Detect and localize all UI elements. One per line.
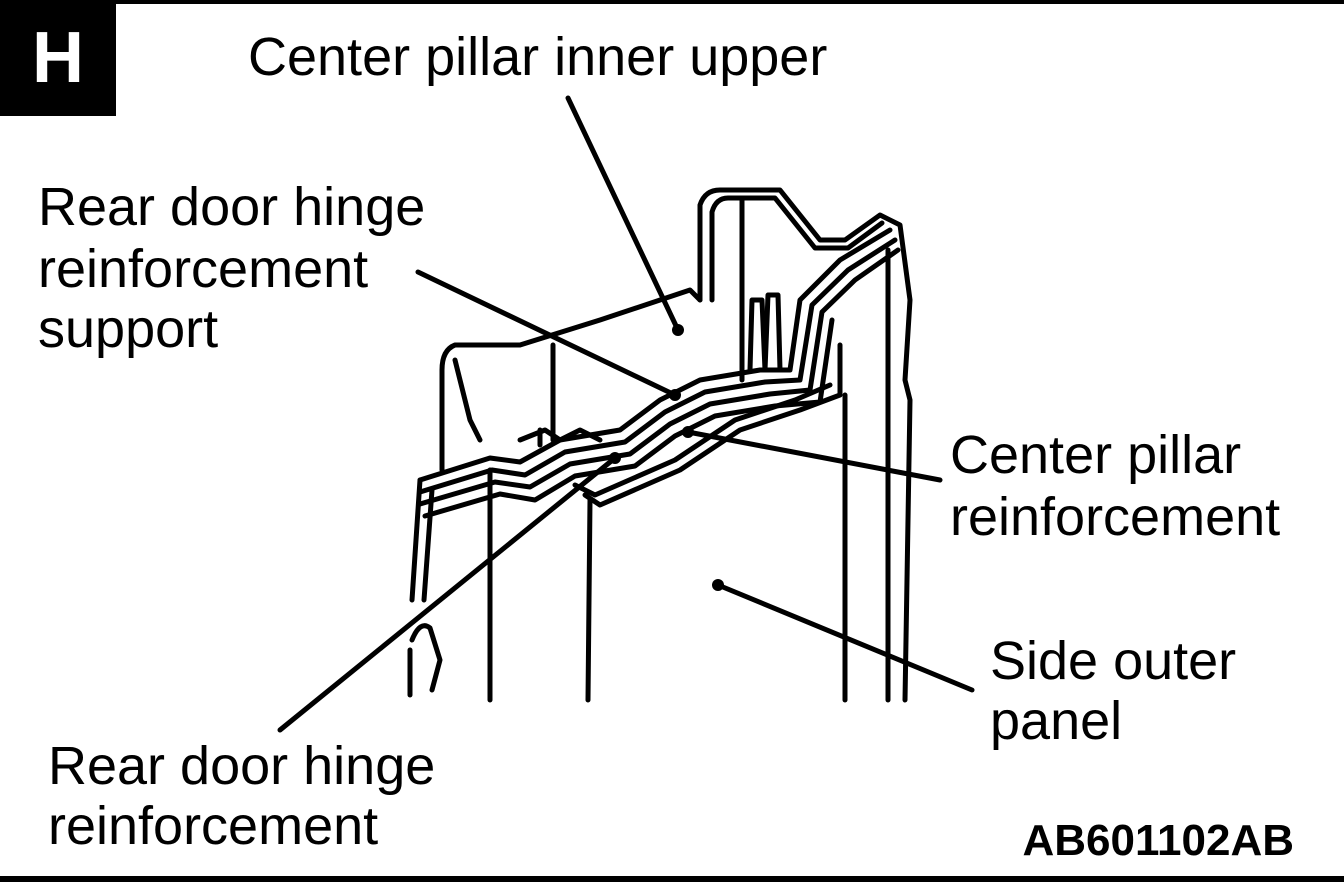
label-center-pillar-reinf-line1: Center pillar (950, 425, 1242, 485)
label-rear-door-hinge-reinf-support-line2: reinforcement (38, 239, 369, 299)
label-rear-door-hinge-reinf-line2: reinforcement (48, 796, 379, 856)
label-rear-door-hinge-reinf-support-line3: support (38, 299, 219, 359)
inner-upper-outline (697, 187, 913, 703)
label-side-outer-panel-line1: Side outer (990, 631, 1237, 691)
leader-inner-upper (565, 95, 681, 333)
label-side-outer-panel-line2: panel (990, 691, 1123, 751)
figure-code: AB601102AB (1022, 816, 1295, 865)
leader-side-outer (715, 582, 975, 693)
label-rear-door-hinge-reinf-support-line1: Rear door hinge (38, 177, 426, 237)
label-center-pillar-inner-upper: Center pillar inner upper (248, 27, 828, 87)
leader-hinge-reinf (277, 455, 618, 733)
section-tag: H (0, 0, 116, 116)
leader-hinge-support (415, 269, 678, 398)
label-center-pillar-reinf-line2: reinforcement (950, 487, 1281, 547)
leader-pillar-reinf (685, 429, 943, 483)
label-rear-door-hinge-reinf-line1: Rear door hinge (48, 736, 436, 796)
